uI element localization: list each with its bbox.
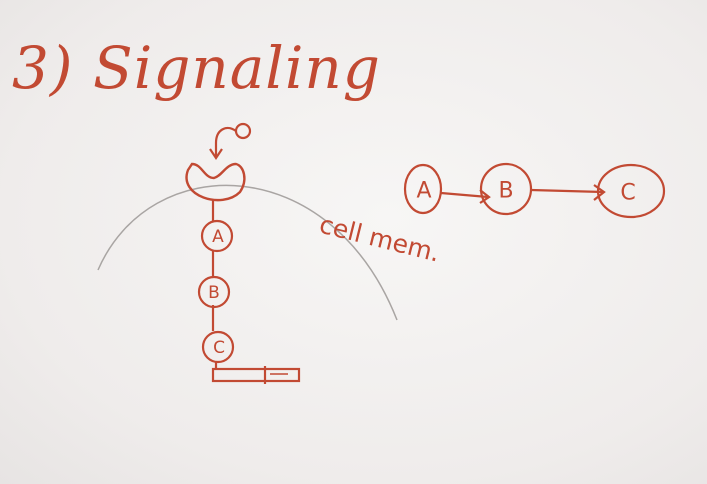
vertical-connectors [211,200,218,368]
diagram-title: 3) Signaling [12,34,381,102]
horizontal-node-a-label: A [416,179,431,204]
target-bar-icon [211,366,301,384]
arrow-b-to-c [530,188,604,194]
horizontal-node-c: C [596,163,666,219]
horizontal-node-c-label: C [620,181,635,206]
membrane-label: cell mem. [317,210,443,268]
horizontal-node-a: A [403,163,443,215]
arrow-a-to-b [440,191,489,199]
vertical-node-a: A [200,219,234,253]
horizontal-node-b: B [479,162,533,216]
horizontal-node-b-label: B [498,179,513,204]
ligand-circle-icon [209,122,252,160]
vertical-node-c-label: C [213,338,225,358]
vertical-node-c: C [201,330,235,364]
cell-membrane-arc [97,184,398,321]
vertical-node-b-label: B [208,283,220,303]
vertical-node-a-label: A [212,227,224,247]
receptor-cup-icon [185,162,246,202]
vertical-node-b: B [197,275,231,309]
